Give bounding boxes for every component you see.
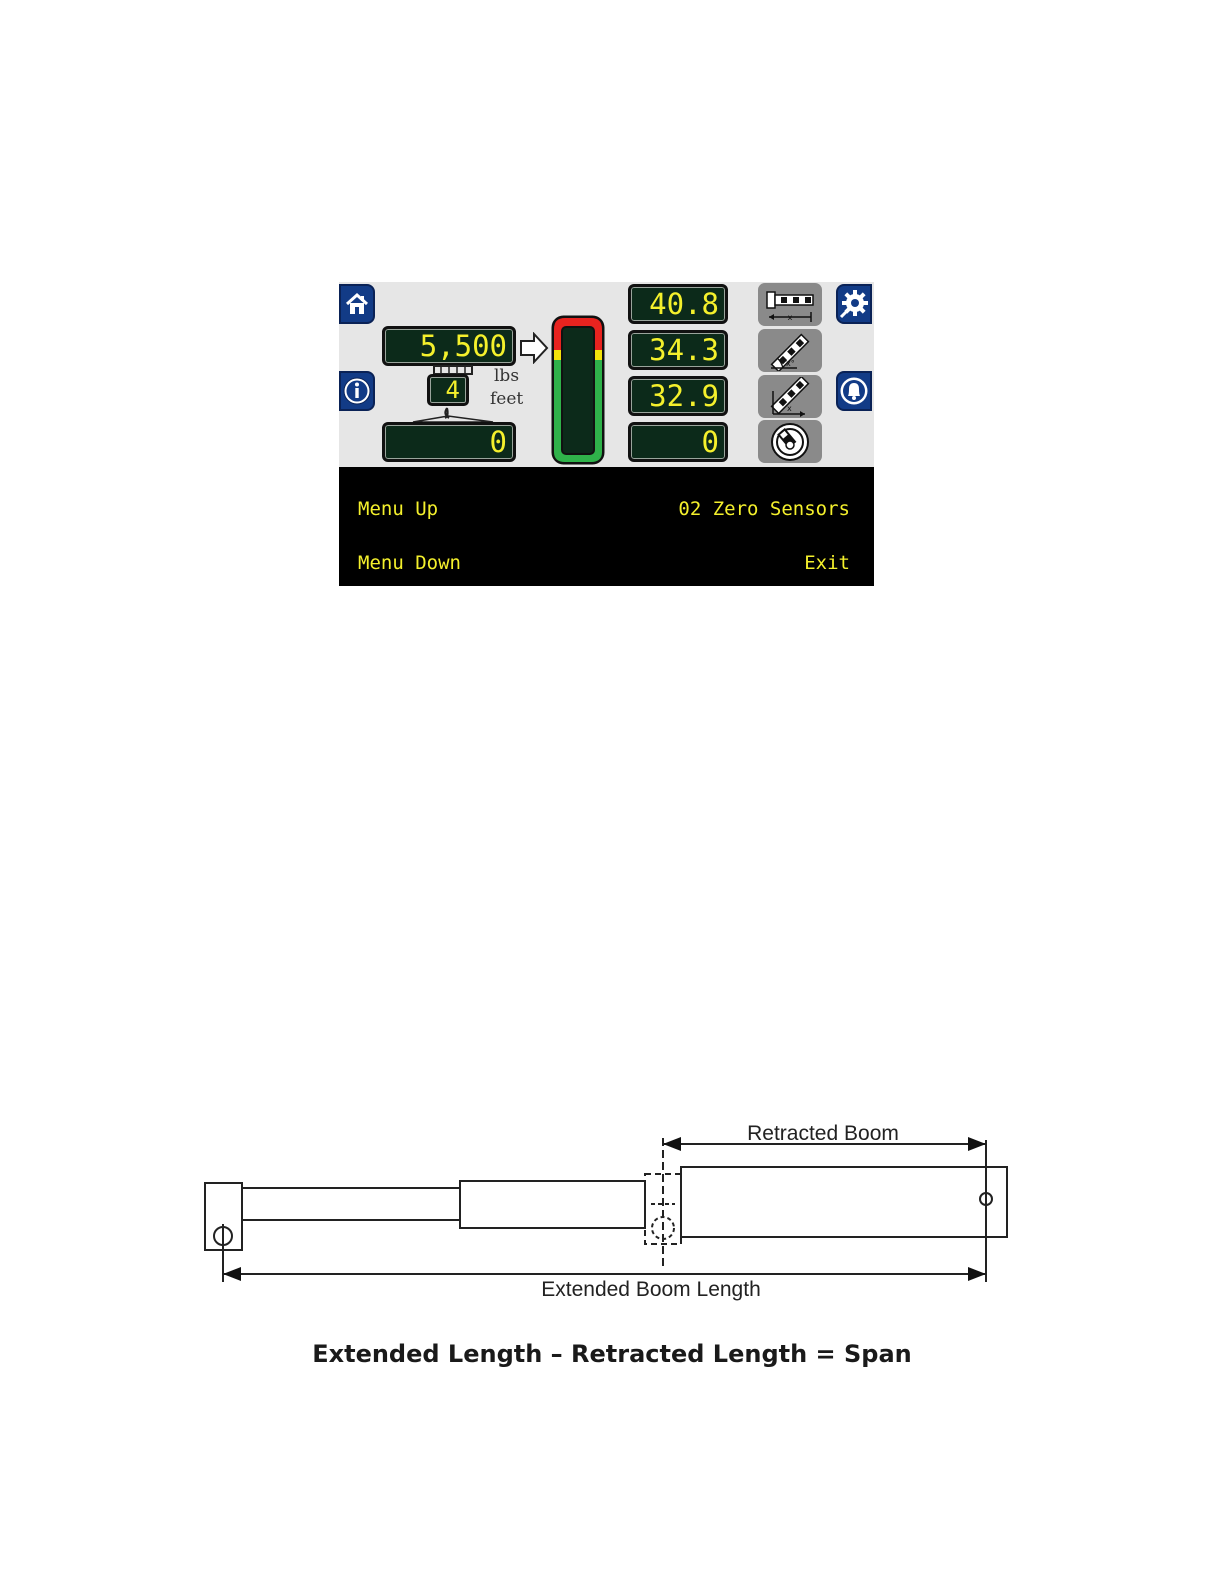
slew-icon	[769, 421, 811, 463]
exit-option[interactable]: Exit	[804, 552, 850, 574]
gear-icon	[838, 288, 870, 320]
boom-angle-readout: 34.3	[628, 330, 728, 370]
retracted-boom-label: Retracted Boom	[747, 1122, 899, 1145]
alarm-button[interactable]	[836, 371, 872, 411]
capacity-bar	[550, 314, 606, 466]
boom-angle-button[interactable]: x°	[758, 329, 822, 372]
menu-up-option[interactable]: Menu Up	[358, 498, 438, 520]
boom-radius-icon: x	[765, 377, 815, 417]
boom-radius-button[interactable]: x	[758, 375, 822, 418]
softkey-menu: Menu Up Menu Down 02 Zero Sensors Exit	[339, 467, 874, 586]
boom-angle-icon: x°	[765, 331, 815, 371]
slew-readout: 0	[628, 422, 728, 462]
info-icon	[342, 376, 372, 406]
boom-length-button[interactable]: x	[758, 283, 822, 326]
boom-length-icon: x	[763, 286, 817, 324]
svg-text:x: x	[787, 404, 792, 413]
parts-of-line-readout: 4	[427, 374, 469, 406]
span-formula: Extended Length – Retracted Length = Spa…	[0, 1340, 1224, 1368]
bottom-left-readout: 0	[382, 422, 516, 462]
info-button[interactable]	[339, 371, 375, 411]
slew-button[interactable]	[758, 420, 822, 463]
zero-sensors-option[interactable]: 02 Zero Sensors	[678, 498, 850, 520]
home-button[interactable]	[339, 284, 375, 324]
svg-text:x: x	[788, 313, 793, 322]
load-readout: 5,500	[382, 326, 516, 366]
radius-readout: 32.9	[628, 376, 728, 416]
bell-icon	[839, 376, 869, 406]
boom-length-readout: 40.8	[628, 284, 728, 324]
status-area: 5,500 4 lbs feet 0 40.8 34.3 32	[339, 282, 874, 467]
home-icon	[344, 291, 370, 317]
menu-down-option[interactable]: Menu Down	[358, 552, 461, 574]
arrow-right-icon	[519, 332, 549, 364]
svg-text:x°: x°	[786, 359, 795, 368]
settings-button[interactable]	[836, 284, 872, 324]
length-unit-label: feet	[490, 389, 523, 409]
lmi-screen: 5,500 4 lbs feet 0 40.8 34.3 32	[339, 282, 874, 586]
boom-length-diagram: Retracted Boom Extended Boom Length	[0, 1100, 1224, 1330]
weight-unit-label: lbs	[494, 366, 519, 386]
extended-boom-label: Extended Boom Length	[541, 1278, 761, 1301]
